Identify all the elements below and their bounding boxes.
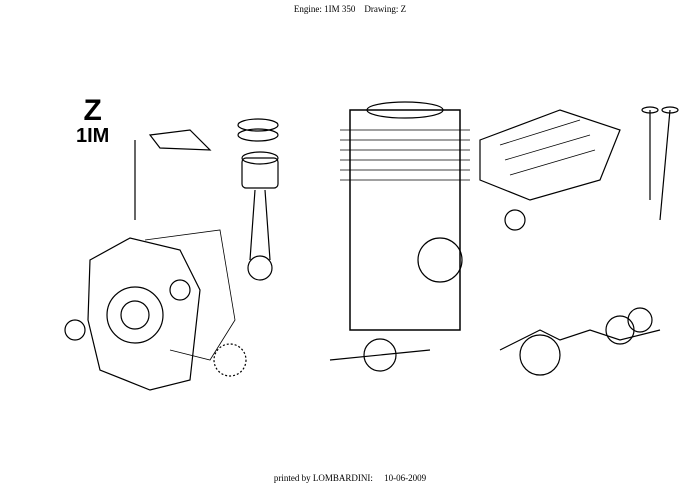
cylinder-head	[479, 109, 621, 201]
drawing-code: Z 1IM	[76, 94, 110, 147]
cylinder-block	[349, 109, 461, 331]
print-date: 10-06-2009	[384, 473, 427, 483]
engine-value: 1IM 350	[324, 4, 356, 14]
piston	[241, 157, 279, 189]
drawing-value: Z	[400, 4, 407, 14]
page-header: Engine: 1IM 350 Drawing: Z	[0, 4, 700, 14]
printed-by: printed by LOMBARDINI:	[273, 473, 373, 483]
engine-label: Engine:	[293, 4, 322, 14]
exploded-engine-drawing	[64, 101, 679, 391]
crankshaft	[499, 329, 661, 351]
gasket	[144, 229, 236, 361]
rocker-arm	[148, 129, 212, 151]
crankcase-cover	[87, 237, 201, 391]
drawing-model: 1IM	[76, 125, 110, 147]
connecting-rod	[249, 189, 271, 261]
drawing-label: Drawing:	[364, 4, 399, 14]
page-footer: printed by LOMBARDINI: 10-06-2009	[0, 473, 700, 483]
drawing-letter: Z	[83, 94, 102, 127]
gear	[213, 343, 247, 377]
